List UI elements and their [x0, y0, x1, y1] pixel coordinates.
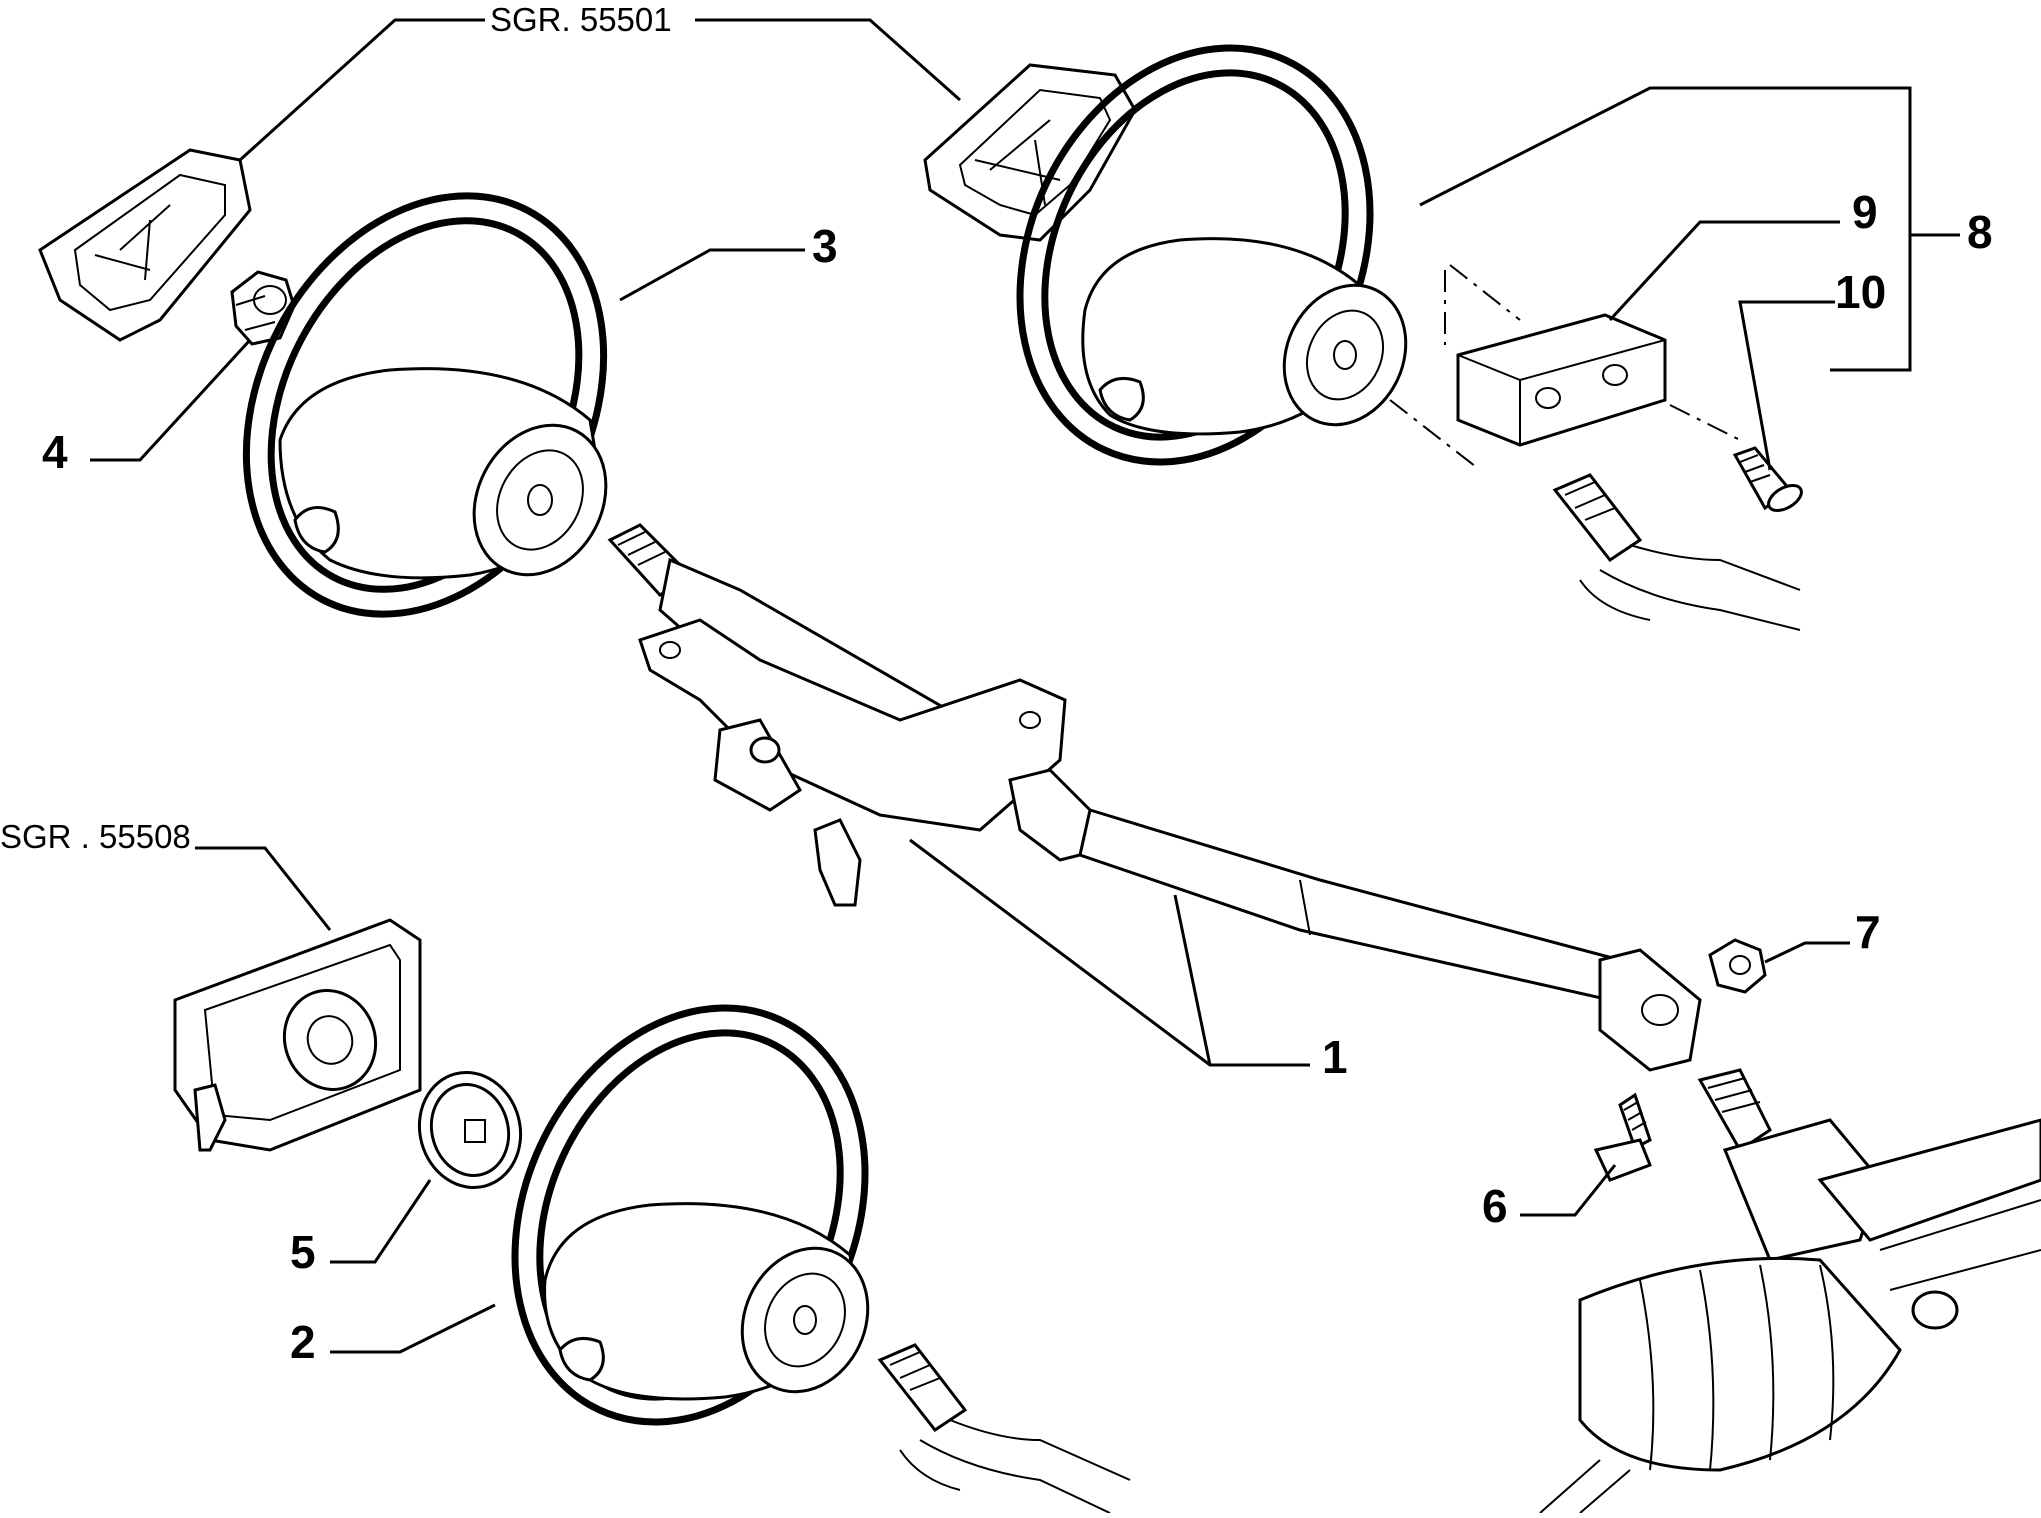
callout-6: 6 — [1482, 1180, 1508, 1232]
callout-10: 10 — [1835, 266, 1886, 318]
steering-wheel-8 — [1016, 44, 1408, 466]
airbag-module — [173, 918, 422, 1152]
screw-10 — [1732, 446, 1803, 512]
steering-rack — [1539, 1068, 2041, 1514]
callout-3: 3 — [812, 220, 838, 272]
callout-9: 9 — [1852, 186, 1878, 238]
callout-1: 1 — [1322, 1031, 1348, 1083]
steering-wheel-2 — [511, 1004, 870, 1426]
airbag-cover-top-left — [38, 148, 252, 342]
ref-sgr-55508: SGR . 55508 — [0, 818, 191, 855]
callout-2: 2 — [290, 1316, 316, 1368]
column-spline-top-right — [1552, 473, 1801, 631]
adapter-block-9 — [1389, 264, 1741, 471]
labels: SGR. 55501 SGR . 55508 3 4 9 8 10 7 1 6 … — [0, 1, 1993, 1368]
nut-7 — [1708, 938, 1767, 994]
ring-5 — [417, 1071, 523, 1189]
column-spline-bottom — [877, 1343, 1131, 1514]
callout-8: 8 — [1967, 206, 1993, 258]
steering-wheel-nut-4 — [230, 270, 296, 346]
bolt-6 — [1593, 1092, 1652, 1182]
airbag-cover-top-right — [923, 63, 1137, 242]
ref-sgr-55501: SGR. 55501 — [490, 1, 672, 38]
callout-7: 7 — [1855, 906, 1881, 958]
steering-column-1 — [607, 523, 1702, 1072]
leader-lines — [90, 18, 1960, 1354]
callout-5: 5 — [290, 1226, 316, 1278]
callout-4: 4 — [42, 426, 68, 478]
steering-wheel-3 — [242, 192, 608, 618]
